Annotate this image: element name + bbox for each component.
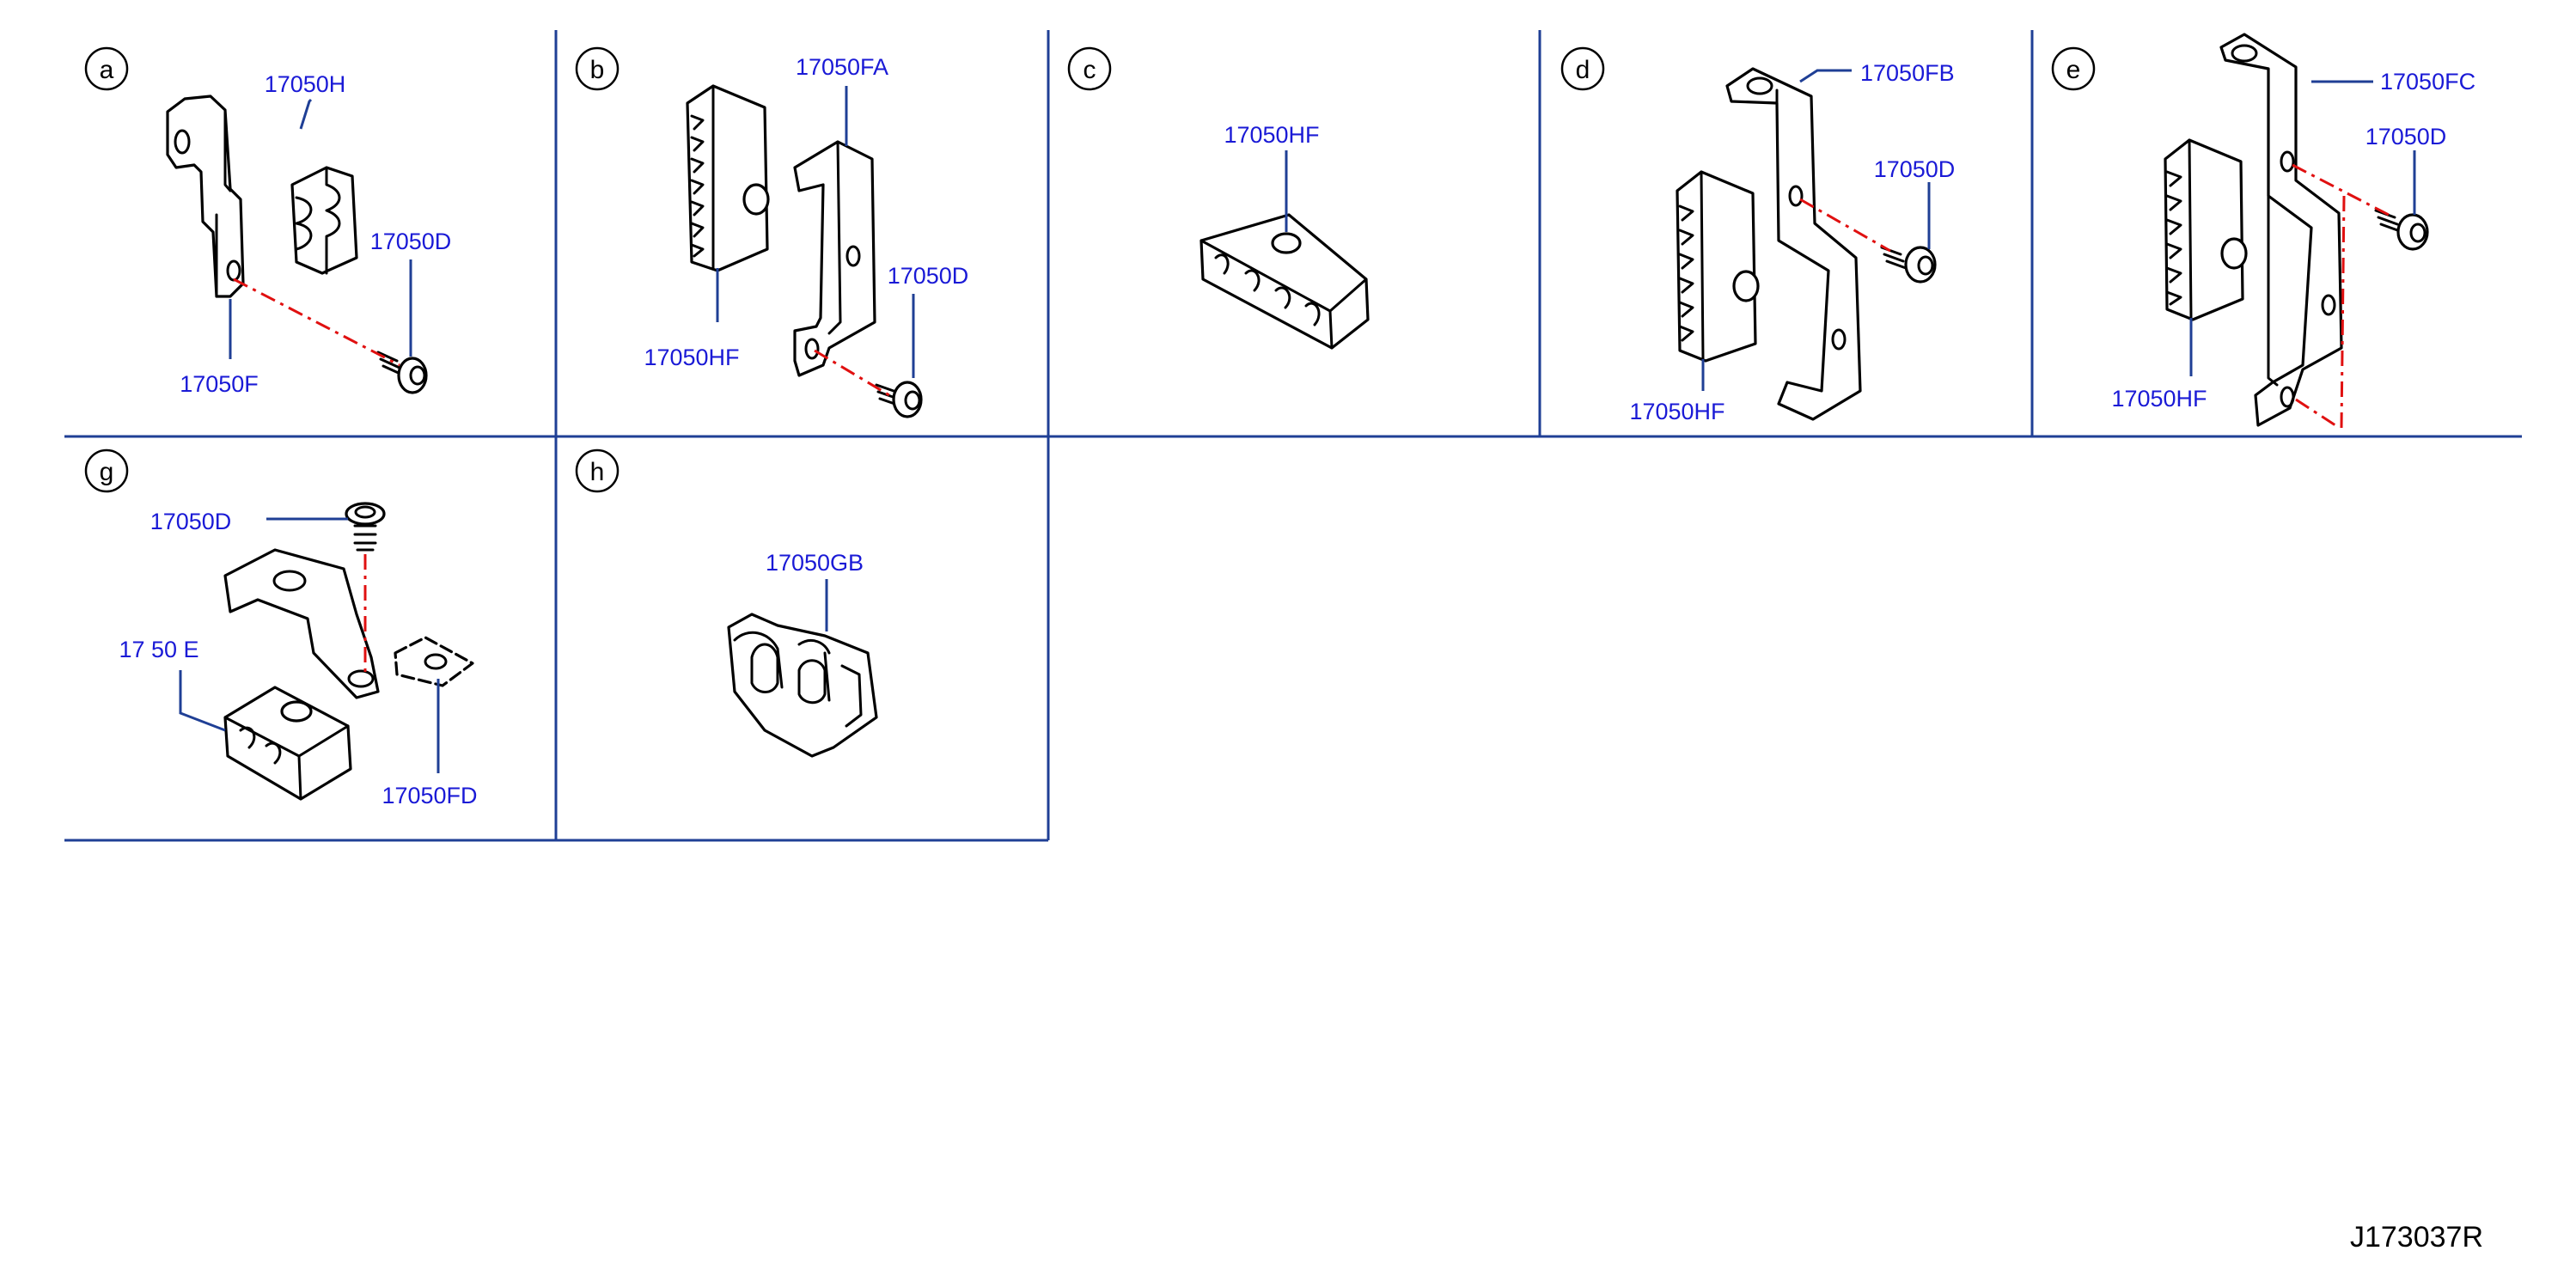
label-17050f: 17050F [180,371,259,397]
label-17050gb: 17050GB [766,550,864,576]
label-b-17050hf: 17050HF [644,345,739,370]
label-a-17050d: 17050D [370,229,452,254]
clip-c-17050hf [1199,213,1370,350]
leader-d-bracket [1799,69,1852,83]
bolt-e [2374,209,2429,251]
label-c-17050hf: 17050HF [1224,122,1319,148]
bracket-g-upper [223,548,380,699]
panel-g: g 17050D 17 50 E 17 [84,448,478,808]
clip-17050h [290,166,358,275]
bracket-17050fc [2219,33,2343,427]
clip-e-17050hf [2164,138,2248,321]
label-17050fd: 17050FD [382,783,477,808]
clip-17050gb [727,613,878,758]
clip-g-17050e [223,686,352,801]
svg-text:a: a [100,56,114,84]
svg-text:b: b [590,56,605,84]
svg-text:d: d [1576,56,1590,84]
panel-h: h 17050GB [575,448,878,758]
panel-letter-a: a [84,46,129,91]
clip-d-17050hf [1676,170,1760,363]
bracket-17050f [166,95,245,298]
label-d-17050hf: 17050HF [1629,399,1724,424]
panel-b: b 17050FA 17050D 17050HF [575,46,969,418]
bolt-g [345,502,386,552]
label-g-17050d: 17050D [150,509,232,534]
leader-g-clip [179,670,226,732]
label-e-17050hf: 17050HF [2111,386,2207,412]
svg-text:h: h [590,458,605,486]
centerline-a [233,278,400,367]
centerline-d [1799,198,1891,253]
label-17050h: 17050H [265,71,346,97]
svg-text:g: g [100,458,114,486]
bolt-a [376,351,428,394]
panel-letter-h: h [575,448,620,493]
panel-e: e 17050FC 17050D 17050 [2051,33,2475,429]
label-b-17050d: 17050D [888,263,969,289]
label-17050fc: 17050FC [2380,69,2475,95]
label-17050fb: 17050FB [1860,60,1955,86]
panel-a: a 17050H 17050D 17050F [84,46,452,397]
label-17050fa: 17050FA [796,54,888,80]
panel-letter-c: c [1067,46,1112,91]
diagram-code: J173037R [2350,1221,2483,1254]
clip-b-17050hf [686,84,770,272]
label-d-17050d: 17050D [1874,156,1956,182]
panel-c: c 17050HF [1067,46,1370,350]
panel-grid [64,30,2522,842]
panel-d: d 17050FB 17050D 17050HF [1560,46,1956,424]
leader-a-clip [299,98,313,130]
plate-17050fd [394,636,474,687]
bracket-17050fb [1725,67,1862,421]
panel-letter-e: e [2051,46,2096,91]
panel-letter-g: g [84,448,129,493]
centerline-e-vertical [2295,195,2346,429]
label-e-17050d: 17050D [2365,124,2447,149]
bolt-b [875,381,923,418]
svg-text:e: e [2066,56,2081,84]
centerline-b [814,349,890,397]
panel-letter-d: d [1560,46,1605,91]
bracket-17050fa [793,140,876,377]
centerline-e-bolt [2292,163,2390,217]
svg-text:c: c [1084,56,1096,84]
bolt-d [1880,246,1937,284]
label-17050e: 17 50 E [119,637,198,662]
panel-letter-b: b [575,46,620,91]
